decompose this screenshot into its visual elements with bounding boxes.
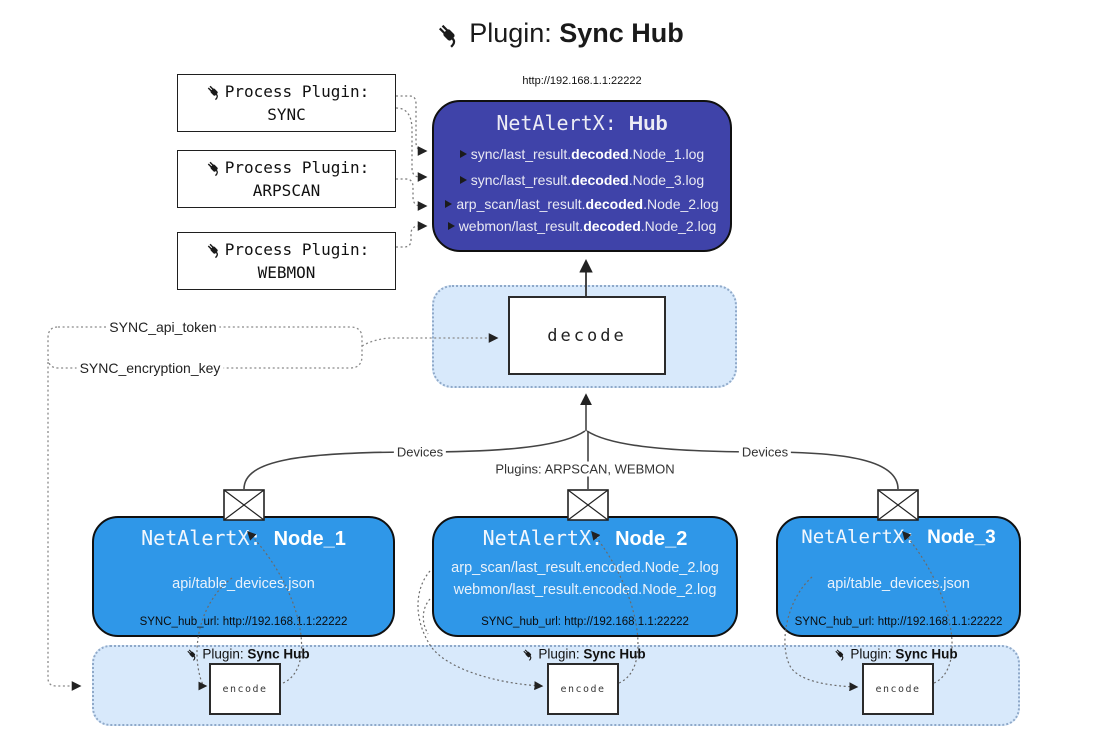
- encode-box: encode: [209, 663, 281, 715]
- hub-log-line: sync/last_result.decoded.Node_1.log: [434, 141, 730, 167]
- plug-icon: [184, 647, 199, 662]
- title-prefix: Plugin:: [469, 18, 560, 48]
- encode-plugin-label: Plugin: Sync Hub: [181, 647, 312, 662]
- process-plugin-name: SYNC: [267, 105, 306, 124]
- process-plugin-webmon: Process Plugin: WEBMON: [177, 232, 396, 290]
- hub-title: NetAlertX: Hub: [434, 111, 730, 141]
- decode-box: decode: [508, 296, 666, 375]
- process-plugin-label: Process Plugin:: [224, 239, 370, 259]
- edge-label-devices-right: Devices: [738, 444, 792, 460]
- node-file-line: api/table_devices.json: [172, 576, 315, 592]
- plug-icon: [204, 158, 223, 177]
- process-plugin-arpscan: Process Plugin: ARPSCAN: [177, 150, 396, 208]
- node-2-box: NetAlertX: Node_2 arp_scan/last_result.e…: [432, 516, 738, 637]
- process-plugin-label: Process Plugin:: [224, 157, 370, 177]
- encode-box: encode: [862, 663, 934, 715]
- hub-log-line: arp_scan/last_result.decoded.Node_2.log: [434, 193, 730, 215]
- node-1-box: NetAlertX: Node_1 api/table_devices.json…: [92, 516, 395, 637]
- title-bold: Sync Hub: [559, 18, 684, 48]
- hub-log-line: webmon/last_result.decoded.Node_2.log: [434, 215, 730, 237]
- plug-icon: [832, 647, 847, 662]
- encode-box: encode: [547, 663, 619, 715]
- node-hub-url: SYNC_hub_url: http://192.168.1.1:22222: [139, 616, 348, 628]
- page-title: Plugin: Sync Hub: [0, 18, 1117, 49]
- node-title: NetAlertX: Node_3: [801, 526, 996, 548]
- arrow-right-icon: [445, 200, 453, 208]
- process-plugin-label: Process Plugin:: [224, 81, 370, 101]
- plug-icon: [204, 82, 223, 101]
- sync-encryption-key-label: SYNC_encryption_key: [76, 360, 224, 376]
- plug-icon: [520, 647, 535, 662]
- hub-box: NetAlertX: Hub sync/last_result.decoded.…: [432, 100, 732, 252]
- node-file-line: api/table_devices.json: [827, 576, 970, 592]
- process-plugin-name: ARPSCAN: [252, 181, 321, 200]
- hub-title-bold: Hub: [628, 113, 668, 135]
- node-title: NetAlertX: Node_1: [141, 526, 346, 550]
- plugin-to-hub-edges: [395, 95, 428, 248]
- arrow-right-icon: [459, 150, 467, 158]
- hub-url-label: http://192.168.1.1:22222: [522, 75, 642, 87]
- node-hub-url: SYNC_hub_url: http://192.168.1.1:22222: [794, 616, 1003, 628]
- hub-title-prefix: NetAlertX:: [496, 111, 629, 135]
- node-file-line: arp_scan/last_result.encoded.Node_2.log: [451, 560, 719, 576]
- node-title: NetAlertX: Node_2: [482, 526, 688, 550]
- plug-icon: [433, 19, 463, 49]
- node-3-box: NetAlertX: Node_3 api/table_devices.json…: [776, 516, 1021, 637]
- edge-label-devices-left: Devices: [393, 444, 447, 460]
- encode-plugin-label: Plugin: Sync Hub: [829, 647, 960, 662]
- edge-label-plugins: Plugins: ARPSCAN, WEBMON: [492, 461, 678, 477]
- sync-api-token-label: SYNC_api_token: [106, 319, 220, 335]
- process-plugin-sync: Process Plugin: SYNC: [177, 74, 396, 132]
- process-plugin-name: WEBMON: [257, 263, 316, 282]
- arrow-right-icon: [447, 222, 455, 230]
- node-file-line: webmon/last_result.encoded.Node_2.log: [453, 582, 717, 598]
- plug-icon: [204, 240, 223, 259]
- arrow-right-icon: [459, 176, 467, 184]
- node-hub-url: SYNC_hub_url: http://192.168.1.1:22222: [481, 616, 689, 628]
- encode-plugin-label: Plugin: Sync Hub: [517, 647, 648, 662]
- hub-log-line: sync/last_result.decoded.Node_3.log: [434, 167, 730, 193]
